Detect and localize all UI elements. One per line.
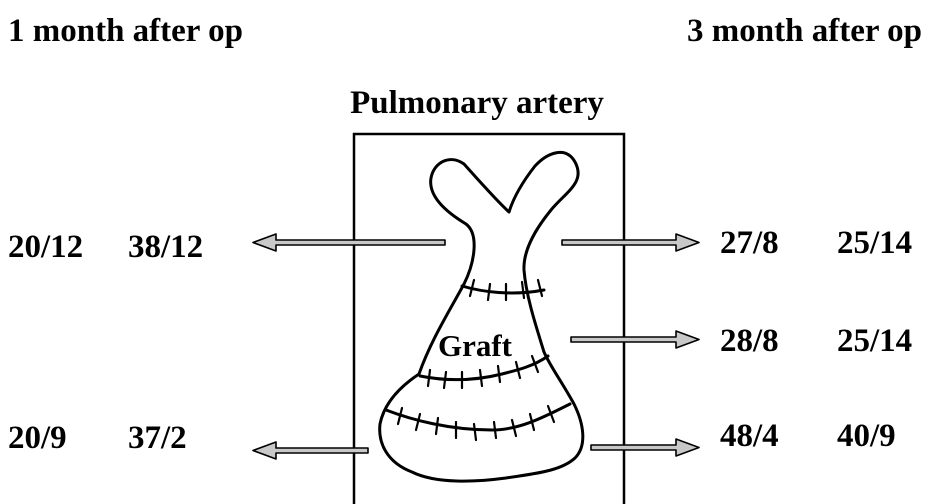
arrow-right-upper	[562, 234, 699, 251]
heading-3-month: 3 month after op	[687, 13, 922, 49]
reading-left-lower-1: 20/9	[8, 420, 67, 456]
heading-pulmonary-artery: Pulmonary artery	[350, 85, 604, 121]
arrow-right-middle	[571, 331, 699, 348]
reading-right-lower-2: 40/9	[837, 418, 896, 454]
graft-label: Graft	[438, 328, 513, 363]
reading-right-middle-2: 25/14	[837, 323, 912, 359]
arrow-left-upper	[253, 234, 445, 251]
reading-left-lower-2: 37/2	[128, 420, 187, 456]
heading-1-month: 1 month after op	[8, 13, 243, 49]
reading-right-lower-1: 48/4	[720, 418, 779, 454]
reading-left-upper-1: 20/12	[8, 229, 83, 265]
reading-right-upper-1: 27/8	[720, 225, 779, 261]
graft-vessel	[380, 152, 583, 481]
arrow-left-lower	[253, 442, 368, 459]
reading-right-upper-2: 25/14	[837, 225, 912, 261]
reading-left-upper-2: 38/12	[128, 229, 203, 265]
arrow-right-lower	[591, 439, 699, 456]
reading-right-middle-1: 28/8	[720, 323, 779, 359]
